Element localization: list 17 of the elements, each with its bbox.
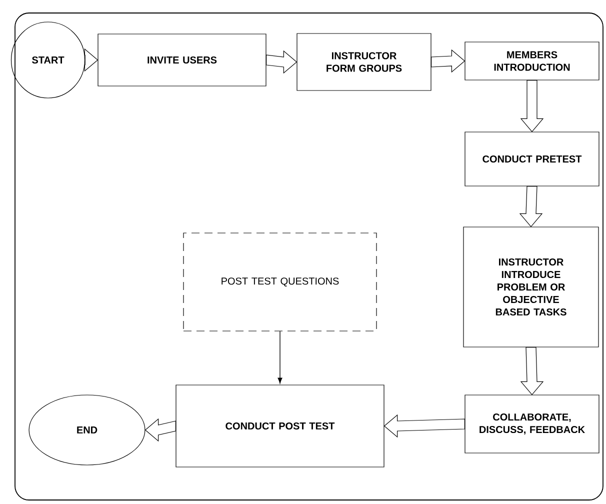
block-arrow: [84, 48, 98, 72]
block-arrow: [519, 186, 543, 228]
block-arrow: [384, 414, 465, 438]
process-box: INSTRUCTOR FORM GROUPS: [296, 33, 432, 91]
process-box: COLLABORATE, DISCUSS, FEEDBACK: [464, 394, 600, 454]
block-arrow: [520, 347, 544, 396]
process-box: INVITE USERS: [98, 34, 266, 86]
block-arrow: [520, 80, 544, 132]
arrow: [278, 330, 282, 384]
process-box: CONDUCT POST TEST: [176, 384, 384, 468]
dashed-box: POST TEST QUESTIONS: [183, 232, 377, 332]
process-box: INSTRUCTOR INTRODUCE PROBLEM OR OBJECTIVE BASED TASKS: [463, 226, 599, 348]
process-box: CONDUCT PRETEST: [464, 132, 600, 186]
block-arrow: [144, 418, 176, 442]
process-box: MEMBERS INTRODUCTION: [464, 42, 600, 80]
block-arrow: [266, 50, 298, 74]
block-arrow: [431, 49, 466, 73]
